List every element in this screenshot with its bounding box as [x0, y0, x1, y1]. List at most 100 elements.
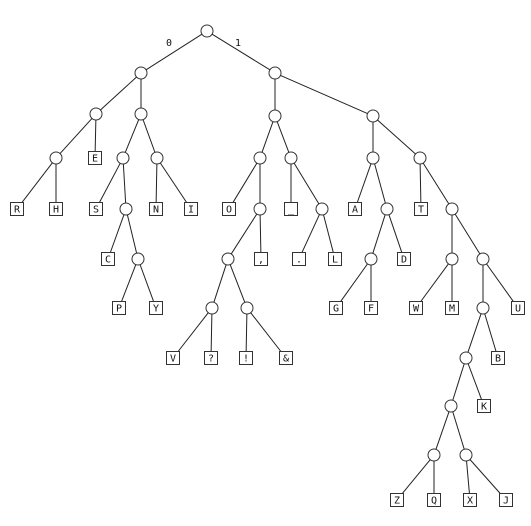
leaf-box	[491, 351, 505, 365]
edge-n00-leaf-E	[94, 119, 97, 152]
leaf-X: X	[463, 493, 477, 507]
edge-n00-n000	[59, 118, 93, 154]
leaf-box	[222, 202, 236, 216]
tree-node-n11010	[364, 252, 378, 266]
leaf-box	[10, 202, 24, 216]
leaf-box	[390, 493, 404, 507]
leaf-box	[112, 301, 126, 315]
tree-node-n10	[268, 109, 282, 123]
edge-n1001-leaf-comma	[259, 214, 262, 253]
tree-node-n100	[253, 151, 267, 165]
leaf-label: F	[368, 304, 374, 315]
edge-root-n0	[145, 33, 203, 71]
edge-n111110000-leaf-Z	[400, 459, 431, 496]
leaf-N: N	[149, 202, 163, 216]
tree-node-n1010	[315, 202, 329, 216]
edge-root-n1	[211, 33, 271, 71]
tree-node-n1001	[253, 202, 267, 216]
leaf-label: U	[515, 304, 521, 315]
tree-node-n1111	[445, 202, 459, 216]
leaf-label: Q	[431, 496, 437, 507]
leaf-P: P	[112, 301, 126, 315]
leaf-label: D	[401, 255, 407, 266]
leaf-box	[279, 351, 293, 365]
leaf-S: S	[89, 202, 103, 216]
edge-n11010-leaf-G	[339, 263, 368, 304]
leaf-period: .	[292, 252, 306, 266]
leaf-K: K	[477, 399, 491, 413]
tree-node-n0101	[119, 202, 133, 216]
leaf-V: V	[166, 351, 180, 365]
tree-node-n01011	[131, 252, 145, 266]
leaf-C: C	[101, 252, 115, 266]
leaf-label: I	[188, 205, 194, 216]
leaf-label: T	[418, 205, 424, 216]
edge-n011-leaf-I	[159, 162, 188, 204]
leaf-underscore: _	[284, 202, 298, 216]
edge-n1111100-n11111000	[452, 363, 465, 401]
tree-node-n111110001	[459, 448, 473, 462]
leaf-F: F	[364, 301, 378, 315]
edge-n1001-n10010	[230, 213, 258, 255]
edge-n11-n111	[377, 119, 416, 155]
leaf-box	[409, 301, 423, 315]
edge-n11111000-n111110001	[452, 411, 465, 450]
edge-n110-n1101	[374, 163, 386, 204]
tree-node-n111110	[476, 301, 490, 315]
leaf-label: ?	[208, 354, 214, 365]
leaf-label: &	[283, 354, 289, 365]
edge-n11111000-n111110000	[435, 411, 450, 450]
leaf-box	[397, 252, 411, 266]
leaf-T: T	[414, 202, 428, 216]
leaf-label: O	[226, 205, 232, 216]
edge-n1010-leaf-period	[301, 214, 320, 254]
leaf-label: G	[333, 304, 339, 315]
leaf-J: J	[499, 493, 513, 507]
leaf-box	[184, 202, 198, 216]
leaf-A: A	[348, 202, 362, 216]
leaf-box	[204, 351, 218, 365]
leaf-label: B	[495, 354, 501, 365]
leaf-label: N	[153, 205, 159, 216]
leaf-O: O	[222, 202, 236, 216]
leaf-box	[149, 202, 163, 216]
leaf-box	[348, 202, 362, 216]
edge-n011-leaf-N	[155, 163, 158, 203]
tree-node-n111	[413, 151, 427, 165]
edge-n000-leaf-R	[20, 162, 53, 205]
leaf-box	[149, 301, 163, 315]
tree-node-n11	[366, 109, 380, 123]
leaf-label: J	[503, 496, 509, 507]
leaf-box	[254, 252, 268, 266]
edge-n101-n1010	[293, 162, 320, 205]
leaf-box	[328, 252, 342, 266]
leaf-label: L	[332, 255, 338, 266]
edge-n1010-leaf-L	[323, 214, 334, 253]
leaf-label: W	[413, 304, 420, 315]
leaf-R: R	[10, 202, 24, 216]
tree-node-n110	[366, 151, 380, 165]
leaf-box	[239, 351, 253, 365]
leaf-box	[364, 301, 378, 315]
edge-n1111-n11111	[454, 213, 481, 255]
leaf-comma: ,	[254, 252, 268, 266]
leaf-label: .	[296, 255, 302, 266]
tree-node-n11110	[445, 252, 459, 266]
edge-n111-leaf-T	[419, 163, 422, 203]
leaf-E: E	[88, 151, 102, 165]
leaf-box	[511, 301, 525, 315]
tree-nodes	[49, 24, 490, 462]
tree-node-root	[200, 24, 214, 38]
edge-n10010-n100101	[229, 264, 246, 303]
leaf-label: H	[53, 205, 59, 216]
leaf-label: Y	[153, 304, 159, 315]
edge-n100100-leaf-question	[210, 313, 213, 352]
tree-node-n0	[134, 66, 148, 80]
leaf-label: V	[170, 354, 176, 365]
edge-label-right: 1	[235, 38, 241, 49]
tree-node-n1	[268, 66, 282, 80]
leaf-box	[88, 151, 102, 165]
tree-node-n1101	[380, 202, 394, 216]
edge-n01011-leaf-P	[120, 264, 137, 303]
